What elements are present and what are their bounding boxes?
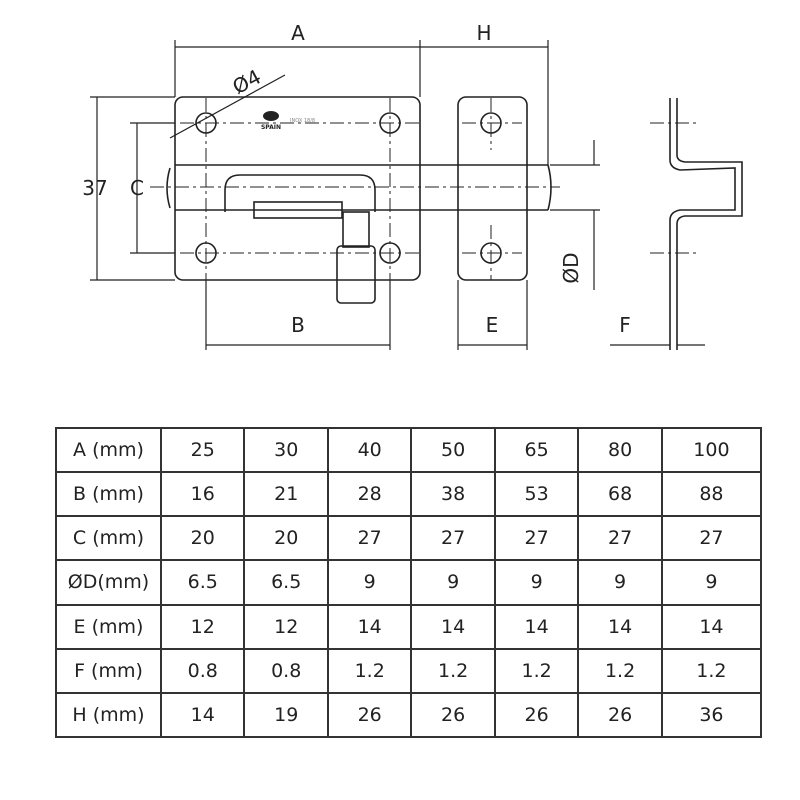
table-cell: 20 xyxy=(243,515,329,562)
table-cell: 1.2 xyxy=(326,647,413,694)
table-cell: 88 xyxy=(660,471,763,518)
dim-label-37: 37 xyxy=(82,176,107,200)
base-plate xyxy=(174,96,421,281)
table-cell: 9 xyxy=(577,559,663,606)
dim-label-h: H xyxy=(476,21,491,45)
table-cell: 21 xyxy=(243,471,329,518)
table-cell: 27 xyxy=(660,515,763,562)
table-cell: 68 xyxy=(577,471,663,518)
table-cell: 26 xyxy=(410,691,496,739)
table-cell: 14 xyxy=(577,603,663,650)
row-header: ØD(mm) xyxy=(55,559,162,606)
table-cell: 14 xyxy=(410,603,496,650)
table-cell: 0.8 xyxy=(159,647,246,694)
logo-material: INOX 18/8 xyxy=(290,118,315,124)
row-header: H (mm) xyxy=(55,691,162,739)
logo-country: SPAIN xyxy=(261,124,281,131)
bolt xyxy=(166,164,552,211)
dim-label-a: A xyxy=(291,21,305,45)
table-cell: 27 xyxy=(577,515,663,562)
row-header: C (mm) xyxy=(55,515,162,562)
bolt-knob xyxy=(342,211,370,248)
table-cell: 100 xyxy=(660,426,763,474)
table-cell: 14 xyxy=(660,603,763,650)
table-cell: 28 xyxy=(326,471,413,518)
side-profile xyxy=(669,98,743,350)
table-cell: 53 xyxy=(493,471,580,518)
technical-drawing: A H Ø4 37 C B E ØD F SPAIN INOX 18/8 xyxy=(82,21,743,350)
table-cell: 6.5 xyxy=(243,559,329,606)
dim-label-e: E xyxy=(486,313,499,337)
table-cell: 20 xyxy=(159,515,246,562)
row-header: A (mm) xyxy=(55,426,162,474)
table-cell: 1.2 xyxy=(660,647,763,694)
table-cell: 12 xyxy=(243,603,329,650)
table-cell: 27 xyxy=(493,515,580,562)
table-cell: 65 xyxy=(493,426,580,474)
table-cell: 9 xyxy=(493,559,580,606)
table-cell: 14 xyxy=(159,691,246,739)
table-cell: 27 xyxy=(410,515,496,562)
screw-holes xyxy=(195,112,502,264)
table-cell: 80 xyxy=(577,426,663,474)
table-cell: 26 xyxy=(577,691,663,739)
dim-label-b: B xyxy=(291,313,305,337)
row-header: E (mm) xyxy=(55,603,162,650)
table-cell: 36 xyxy=(660,691,763,739)
row-header: B (mm) xyxy=(55,471,162,518)
table-cell: 0.8 xyxy=(243,647,329,694)
dim-label-f: F xyxy=(619,313,631,337)
table-cell: 19 xyxy=(243,691,329,739)
logo-emblem xyxy=(263,111,279,121)
table-cell: 6.5 xyxy=(159,559,246,606)
keeper xyxy=(457,96,528,281)
table-cell: 30 xyxy=(243,426,329,474)
table-cell: 50 xyxy=(410,426,496,474)
table-cell: 26 xyxy=(493,691,580,739)
table-cell: 9 xyxy=(326,559,413,606)
dim-label-d: ØD xyxy=(559,252,583,283)
table-cell: 14 xyxy=(493,603,580,650)
table-cell: 9 xyxy=(410,559,496,606)
row-header: F (mm) xyxy=(55,647,162,694)
bolt-handle-slot xyxy=(224,174,376,212)
table-cell: 1.2 xyxy=(410,647,496,694)
table-cell: 25 xyxy=(159,426,246,474)
dim-label-c: C xyxy=(130,176,144,200)
table-cell: 26 xyxy=(326,691,413,739)
table-cell: 1.2 xyxy=(577,647,663,694)
table-cell: 38 xyxy=(410,471,496,518)
dim-label-hole-diameter: Ø4 xyxy=(229,65,265,100)
table-cell: 27 xyxy=(326,515,413,562)
table-cell: 16 xyxy=(159,471,246,518)
table-cell: 14 xyxy=(326,603,413,650)
table-cell: 1.2 xyxy=(493,647,580,694)
table-cell: 9 xyxy=(660,559,763,606)
table-cell: 40 xyxy=(326,426,413,474)
table-cell: 12 xyxy=(159,603,246,650)
